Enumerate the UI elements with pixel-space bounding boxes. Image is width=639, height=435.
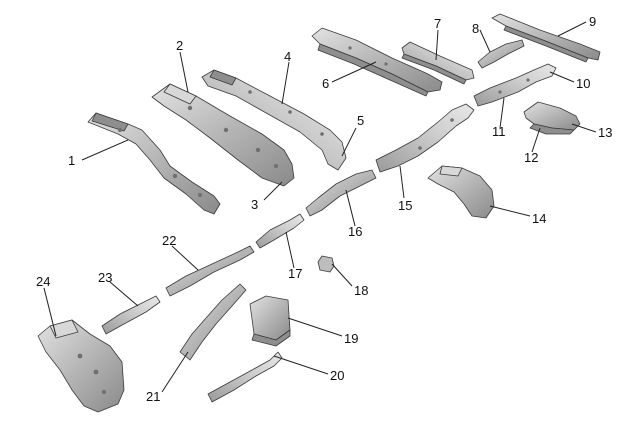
part-6 (311, 27, 443, 97)
callout-6: 6 (322, 76, 329, 91)
callout-13: 13 (598, 125, 612, 140)
leader-7 (435, 29, 439, 61)
callout-14: 14 (532, 211, 546, 226)
leader-21 (161, 351, 189, 393)
callouts: 1 2 3 4 5 6 7 8 9 10 11 12 13 14 15 16 1… (36, 14, 612, 404)
leader-24 (43, 287, 57, 337)
part-7 (401, 41, 475, 85)
callout-17: 17 (288, 266, 302, 281)
part-15 (375, 103, 475, 173)
part-17 (255, 213, 305, 249)
callout-11: 11 (492, 124, 506, 139)
leader-4 (281, 61, 290, 105)
leader-5 (341, 127, 357, 157)
callout-19: 19 (344, 331, 358, 346)
callout-8: 8 (472, 21, 479, 36)
part-22 (165, 245, 255, 297)
callout-16: 16 (348, 224, 362, 239)
leader-10 (549, 71, 575, 83)
leader-19 (287, 317, 343, 337)
leader-22 (171, 245, 199, 271)
part-14 (427, 165, 495, 219)
part-9 (491, 13, 601, 63)
leader-20 (273, 355, 329, 375)
callout-24: 24 (36, 274, 50, 289)
part-24 (37, 319, 125, 413)
part-19 (249, 295, 291, 347)
callout-1: 1 (68, 153, 75, 168)
part-20 (207, 351, 283, 403)
callout-2: 2 (176, 38, 183, 53)
callout-9: 9 (589, 14, 596, 29)
leader-16 (345, 189, 356, 227)
leader-18 (331, 263, 353, 287)
part-8 (477, 39, 525, 69)
callout-12: 12 (524, 150, 538, 165)
part-23 (101, 295, 161, 335)
callout-10: 10 (576, 76, 590, 91)
leader-6 (331, 61, 377, 83)
part-10-11 (473, 63, 557, 107)
leader-1 (81, 139, 129, 161)
leader-3 (263, 181, 283, 201)
part-21 (179, 283, 247, 361)
leader-17 (285, 231, 295, 269)
callout-15: 15 (398, 198, 412, 213)
leader-8 (479, 29, 491, 53)
callout-18: 18 (354, 283, 368, 298)
callout-22: 22 (162, 233, 176, 248)
leader-lines (43, 21, 597, 393)
callout-23: 23 (98, 270, 112, 285)
leader-9 (557, 21, 587, 37)
part-12-13 (523, 101, 581, 135)
callout-3: 3 (251, 197, 258, 212)
leader-14 (489, 205, 531, 217)
part-16 (305, 169, 377, 217)
part-18 (317, 255, 335, 273)
callout-7: 7 (434, 16, 441, 31)
leader-15 (399, 165, 405, 199)
part-4 (201, 69, 347, 171)
callout-21: 21 (146, 389, 160, 404)
callout-5: 5 (357, 113, 364, 128)
leader-23 (109, 281, 139, 307)
leader-12 (531, 127, 541, 153)
callout-20: 20 (330, 368, 344, 383)
leader-11 (499, 97, 505, 129)
leader-2 (179, 51, 189, 93)
callout-4: 4 (284, 49, 291, 64)
leader-13 (571, 123, 597, 133)
part-2 (151, 83, 295, 187)
part-1 (87, 112, 221, 215)
